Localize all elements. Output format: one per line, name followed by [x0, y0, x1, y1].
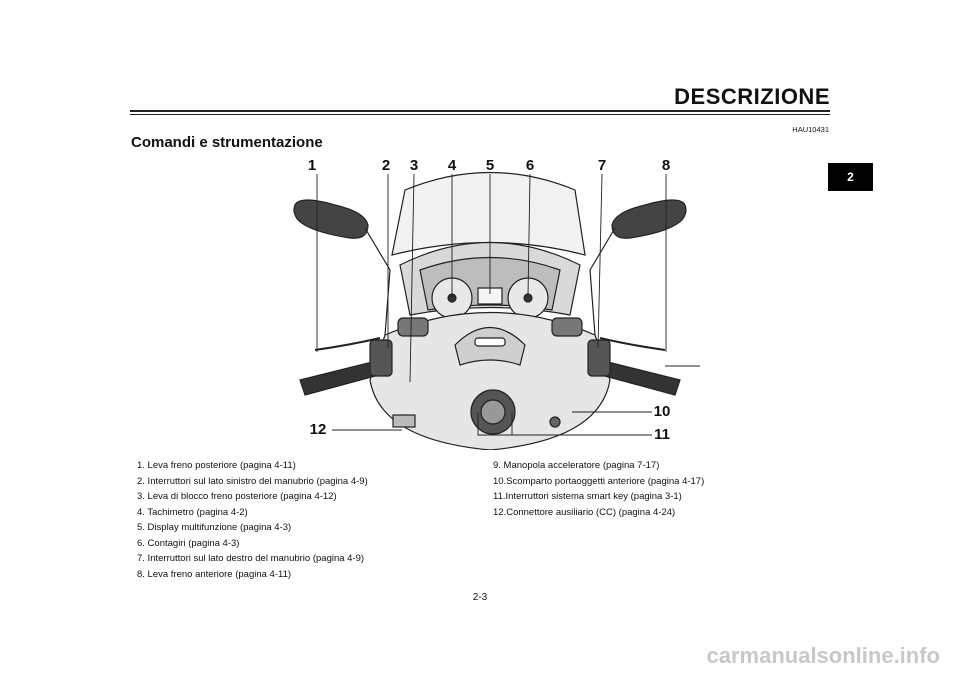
callout-7: 7 [598, 157, 606, 174]
legend-item: 6. Contagiri (pagina 4-3) [137, 537, 240, 549]
callout-lines [316, 173, 700, 436]
callout-6: 6 [526, 157, 534, 174]
legend-item: 7. Interruttori sul lato destro del manu… [137, 553, 365, 564]
legend-item: 2. Interruttori sul lato sinistro del ma… [137, 475, 368, 487]
callout-8: 8 [662, 157, 670, 174]
legend-item: 11.Interruttori sistema smart key (pagin… [493, 491, 682, 502]
legend-item: 12.Connettore ausiliario (CC) (pagina 4-… [493, 506, 676, 518]
chapter-tab[interactable]: 2 [828, 163, 873, 191]
section-code: HAU10431 [792, 125, 829, 134]
legend-item: 9. Manopola acceleratore (pagina 7-17) [493, 460, 660, 471]
right-switch-box [587, 339, 611, 377]
right-mirror [589, 199, 687, 336]
header-rule-thick [130, 110, 830, 112]
header-rule-thin [130, 114, 830, 115]
right-brake-lever [599, 337, 666, 351]
left-mirror [293, 199, 391, 336]
callout-10: 10 [654, 403, 671, 420]
left-brake-lever [314, 337, 381, 351]
callout-1: 1 [308, 157, 316, 174]
callout-3: 3 [410, 157, 418, 174]
page-header-title: DESCRIZIONE [674, 84, 830, 109]
legend-item: 3. Leva di blocco freno posteriore (pagi… [137, 491, 337, 502]
callout-5: 5 [486, 157, 494, 174]
legend-left-column: 1. Leva freno posteriore (pagina 4-11) 2… [137, 458, 368, 582]
callout-12: 12 [310, 421, 327, 438]
scooter-controls-illustration: 1 2 3 4 5 6 7 8 9 10 11 12 [293, 157, 700, 450]
watermark-text: carmanualsonline.info [706, 643, 941, 668]
section-title: Comandi e strumentazione [131, 134, 323, 151]
callout-4: 4 [448, 157, 457, 174]
legend-item: 4. Tachimetro (pagina 4-2) [137, 506, 248, 518]
aux-dc-connector [392, 414, 416, 428]
callout-numbers: 1 2 3 4 5 6 7 8 9 10 11 12 [308, 157, 671, 443]
legend-item: 10.Scomparto portaoggetti anteriore (pag… [493, 475, 705, 487]
legend-right-column: 9. Manopola acceleratore (pagina 7-17) 1… [493, 458, 704, 520]
page-number: 2-3 [472, 592, 488, 603]
callout-11: 11 [654, 426, 670, 443]
left-switch-box [369, 339, 393, 377]
legend-item: 8. Leva freno anteriore (pagina 4-11) [137, 568, 292, 580]
legend-item: 5. Display multifunzione (pagina 4-3) [137, 522, 292, 533]
legend-item: 1. Leva freno posteriore (pagina 4-11) [137, 460, 296, 471]
callout-2: 2 [382, 157, 390, 174]
